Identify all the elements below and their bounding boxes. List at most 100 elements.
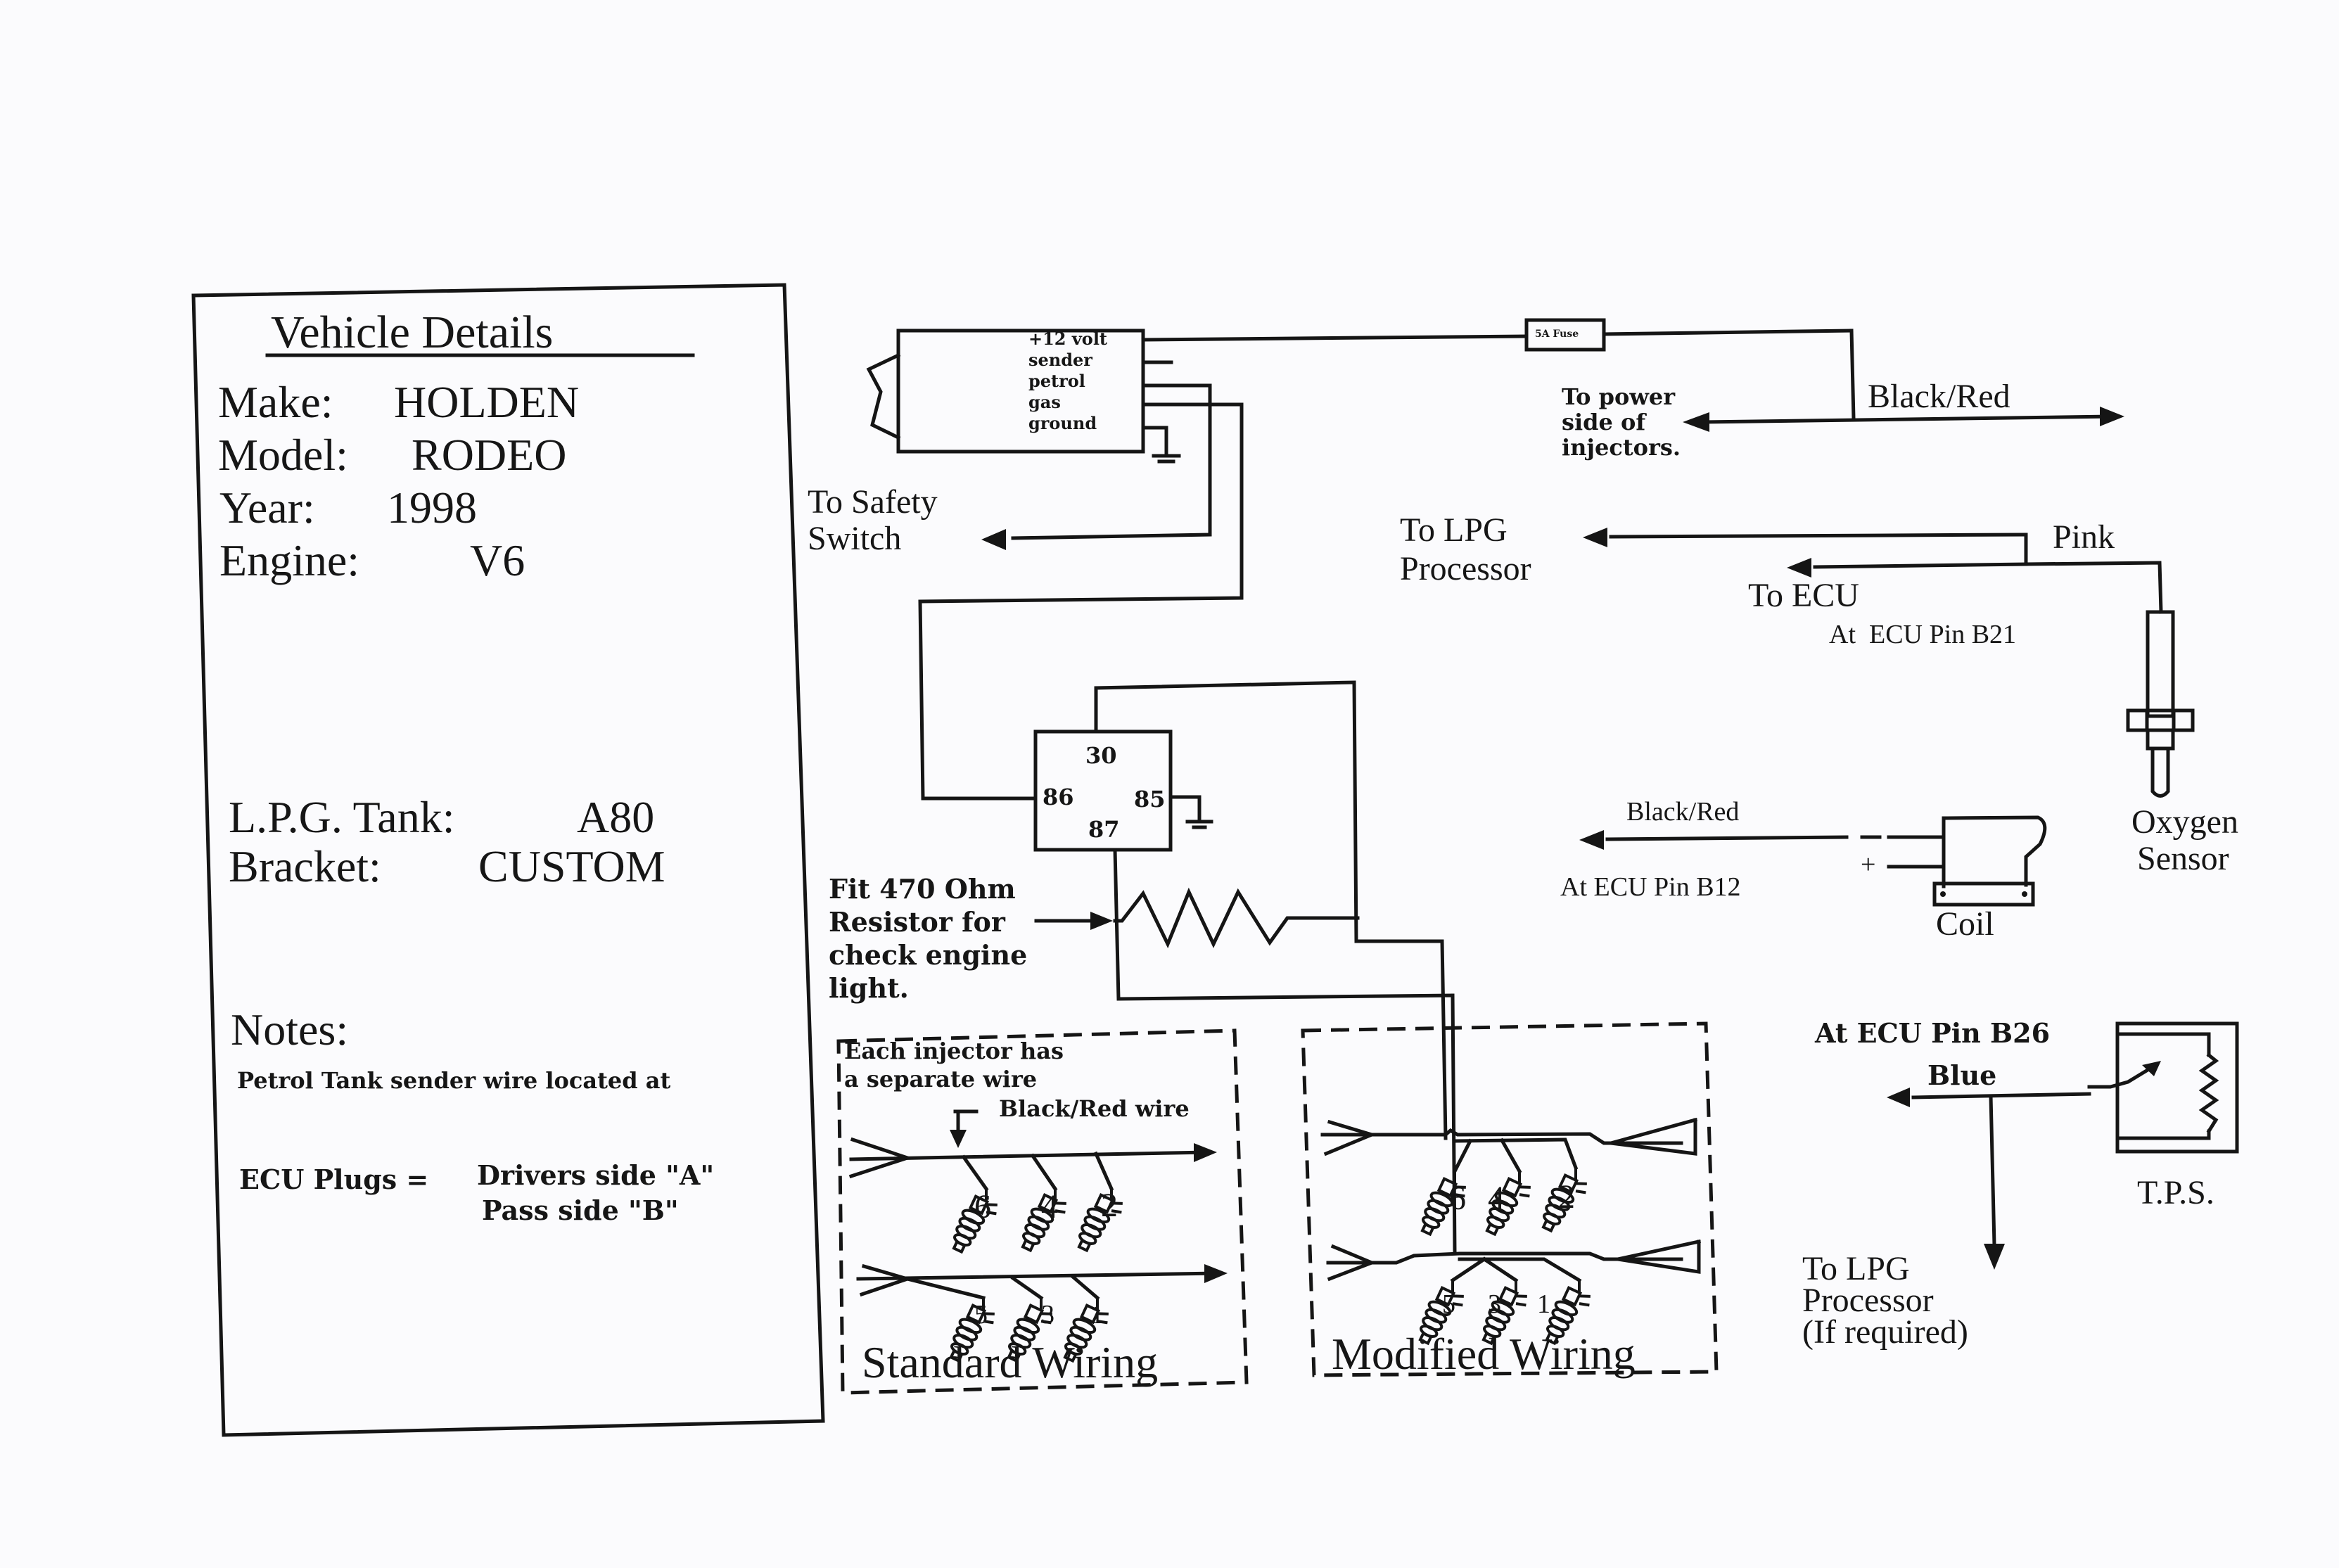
standard-note-line1: Each injector has (844, 1038, 1064, 1064)
mod-injector-3-label: 3 (1488, 1289, 1501, 1319)
model-label: Model: (218, 430, 348, 480)
pink-wire (2024, 533, 2163, 614)
mod-injector-6-label: 6 (1449, 1180, 1466, 1217)
lpg-tank-value: A80 (577, 792, 655, 842)
notes-title: Notes: (231, 1005, 349, 1054)
relay-pin-85: 85 (1134, 786, 1166, 812)
make-value: HOLDEN (394, 377, 580, 427)
coil-plus-label: + (1861, 850, 1876, 879)
year-label: Year: (219, 483, 315, 533)
ecu-pin-b21-label: At ECU Pin B21 (1829, 620, 2017, 649)
model-value: RODEO (412, 430, 567, 480)
injector-2-label: 2 (1101, 1187, 1118, 1224)
injector-6-label: 6 (974, 1188, 991, 1225)
tps-icon (2087, 1021, 2239, 1154)
blue-wire (1911, 1092, 2091, 1099)
arrow-left-icon (1787, 558, 1811, 578)
relay-pin-86: 86 (1043, 784, 1074, 810)
arrow-left-icon (1887, 1088, 1910, 1107)
coil-minus-label: – (1863, 820, 1876, 850)
injector-1-label: 1 (1090, 1300, 1104, 1330)
engine-value: V6 (470, 535, 525, 585)
mod-injector-2-label: 2 (1558, 1178, 1575, 1216)
engine-label: Engine: (219, 535, 360, 585)
fuse (1524, 318, 1856, 421)
year-value: 1998 (387, 483, 477, 533)
black-red-wire-label: Black/Red wire (999, 1095, 1190, 1122)
standard-wiring-title: Standard Wiring (862, 1337, 1159, 1387)
arrow-down-icon (1984, 1244, 2005, 1270)
to-lpg-processor-line1: To LPG (1400, 511, 1508, 549)
resistor-note-line4: light. (829, 972, 909, 1004)
mod-injector-5-label: 5 (1442, 1289, 1455, 1319)
sender-pin-12v: +12 volt (1028, 329, 1108, 349)
bracket-value: CUSTOM (478, 841, 665, 891)
pink-wire-ecu (1813, 562, 2028, 569)
make-label: Make: (218, 377, 333, 427)
injector-4-label: 4 (1041, 1188, 1058, 1225)
modified-wiring-box (1301, 1021, 1719, 1377)
gas-wire (918, 402, 1244, 801)
black-red-coil-label: Black/Red (1626, 797, 1740, 827)
arrow-right-icon (1090, 912, 1113, 930)
sender-pin-sender: sender (1028, 350, 1092, 370)
safety-switch-wire (1011, 383, 1212, 540)
power-wire (1700, 414, 2112, 424)
fuse-label: 5A Fuse (1535, 329, 1579, 340)
vehicle-details-title: Vehicle Details (271, 307, 554, 358)
blue-wire-lpg (1989, 1094, 1996, 1247)
arrow-left-icon (981, 529, 1006, 550)
ground-symbol (1152, 426, 1181, 464)
oxygen-sensor-icon (2126, 610, 2195, 798)
to-lpg-req-line3: (If required) (1802, 1313, 1968, 1351)
to-power-line2: side of (1562, 409, 1646, 435)
arrow-left-icon (1579, 830, 1604, 850)
to-lpg-req-line2: Processor (1802, 1282, 1934, 1319)
ecu-plugs-label: ECU Plugs = (239, 1164, 429, 1195)
to-power-line1: To power (1562, 383, 1676, 410)
ecu-plug-b: Pass side "B" (482, 1194, 679, 1226)
sender-pin-petrol: petrol (1028, 371, 1085, 391)
resistor-note-line1: Fit 470 Ohm (829, 873, 1016, 905)
ecu-plug-a: Drivers side "A" (477, 1159, 715, 1191)
sender-module (866, 329, 1529, 454)
coil-negative-wire (1605, 835, 1849, 841)
arrow-left-icon (1583, 528, 1607, 547)
to-ecu-label: To ECU (1748, 577, 1859, 614)
resistor-470-ohm (1113, 887, 1360, 949)
to-lpg-processor-line2: Processor (1400, 550, 1531, 587)
note-sender-wire: Petrol Tank sender wire located at (237, 1067, 671, 1094)
ecu-pin-b12-label: At ECU Pin B12 (1560, 872, 1741, 902)
ecu-pin-b26-label: At ECU Pin B26 (1815, 1017, 2051, 1049)
injector-3-label: 3 (1041, 1300, 1054, 1330)
sender-pin-gas: gas (1028, 392, 1061, 412)
pink-label: Pink (2053, 518, 2115, 556)
arrow-right-icon (2100, 407, 2124, 426)
coil-label: Coil (1936, 905, 1994, 943)
standard-wiring-box (836, 1028, 1249, 1395)
lpg-tank-label: L.P.G. Tank: (229, 792, 455, 842)
arrow-left-icon (1683, 412, 1709, 432)
to-safety-switch-line1: To Safety (808, 483, 938, 521)
pink-wire-lpg (1609, 533, 2028, 539)
modified-feed-wire-2 (1451, 993, 1457, 1254)
modified-feed-wire (1354, 939, 1448, 1140)
relay (1033, 680, 1455, 1001)
relay-pin-30: 30 (1085, 742, 1117, 769)
black-red-label-top: Black/Red (1868, 378, 2010, 415)
to-lpg-req-line1: To LPG (1802, 1250, 1910, 1287)
oxygen-sensor-line2: Sensor (2137, 840, 2229, 877)
tps-label: T.P.S. (2137, 1174, 2214, 1211)
vehicle-details-frame (191, 283, 825, 1437)
bracket-label: Bracket: (229, 841, 381, 891)
injector-5-label: 5 (974, 1300, 988, 1330)
oxygen-sensor-line1: Oxygen (2131, 803, 2238, 841)
resistor-note-line2: Resistor for (829, 906, 1005, 938)
coil-icon (1932, 815, 2047, 907)
modified-wiring-title: Modified Wiring (1332, 1329, 1636, 1379)
mod-injector-1-label: 1 (1537, 1289, 1550, 1319)
mod-injector-4-label: 4 (1488, 1180, 1505, 1217)
resistor-note-line3: check engine (829, 939, 1028, 971)
standard-note-line2: a separate wire (844, 1066, 1038, 1092)
